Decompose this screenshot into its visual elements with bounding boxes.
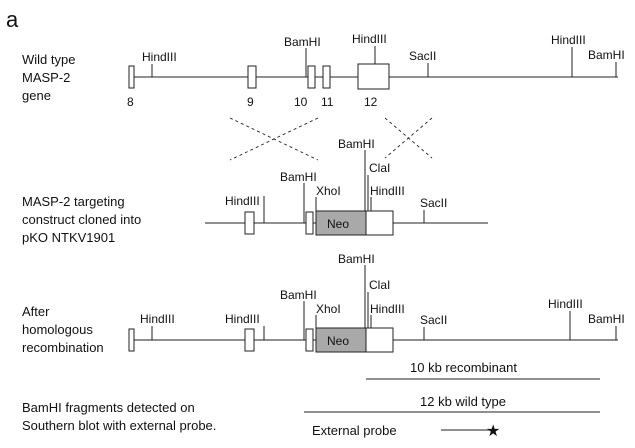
- targeting-label-3: pKO NTKV1901: [22, 230, 115, 245]
- site-sacii: SacII: [409, 49, 436, 63]
- targeting-label-1: MASP-2 targeting: [22, 194, 125, 209]
- exon-12: [357, 63, 390, 90]
- fragments: 10 kb recombinant 12 kb wild type: [304, 360, 600, 413]
- exon-10: [305, 328, 314, 352]
- wild-type-row: Wild type MASP-2 gene 8 9 10 11 12 HindI…: [22, 32, 625, 109]
- exon-number-11: 11: [321, 95, 334, 109]
- crossover-line: [384, 117, 433, 159]
- site-sacii: SacII: [420, 196, 447, 210]
- fragment-wild-type-label: 12 kb wild type: [420, 394, 506, 409]
- site-bamhi: BamHI: [338, 252, 375, 266]
- site-bamhi: BamHI: [284, 35, 321, 49]
- exon-number-12: 12: [364, 95, 378, 109]
- bottom-label-2: Southern blot with external probe.: [22, 418, 216, 433]
- exon-number-10: 10: [294, 95, 308, 109]
- external-probe-label: External probe: [312, 423, 397, 438]
- exon-11: [322, 65, 331, 89]
- site-hindiii: HindIII: [551, 33, 586, 47]
- exon-9: [244, 211, 255, 235]
- exon-9: [247, 65, 257, 89]
- exon-10: [307, 65, 316, 89]
- site-bamhi: BamHI: [280, 170, 317, 184]
- crossover-line: [229, 117, 319, 161]
- panel-letter: a: [6, 7, 19, 32]
- site-bamhi: BamHI: [588, 312, 625, 326]
- site-hindiii: HindIII: [352, 32, 387, 46]
- targeting-label-2: construct cloned into: [22, 212, 141, 227]
- site-hindiii: HindIII: [140, 312, 175, 326]
- recombined-label-2: homologous: [22, 322, 93, 337]
- exon-8: [128, 328, 135, 352]
- exon-number-9: 9: [247, 95, 254, 109]
- site-xhoi: XhoI: [316, 302, 341, 316]
- exon-10: [305, 211, 314, 235]
- exon-9: [244, 328, 255, 352]
- wild-type-label-3: gene: [22, 88, 51, 103]
- site-hindiii: HindIII: [548, 297, 583, 311]
- recombined-label-1: After: [22, 304, 50, 319]
- site-hindiii: HindIII: [142, 50, 177, 64]
- site-bamhi: BamHI: [588, 48, 625, 62]
- recombined-row: After homologous recombination Neo HindI…: [22, 252, 625, 355]
- site-bamhi: BamHI: [280, 288, 317, 302]
- site-clai: ClaI: [369, 161, 390, 175]
- site-hindiii: HindIII: [370, 302, 405, 316]
- site-sacii: SacII: [420, 313, 447, 327]
- targeting-construct-row: MASP-2 targeting construct cloned into p…: [22, 137, 488, 245]
- neo-label: Neo: [327, 217, 349, 231]
- fragment-recombinant-label: 10 kb recombinant: [410, 360, 517, 375]
- site-clai: ClaI: [369, 278, 390, 292]
- site-bamhi: BamHI: [338, 137, 375, 151]
- site-hindiii: HindIII: [225, 312, 260, 326]
- site-hindiii: HindIII: [225, 194, 260, 208]
- site-hindiii: HindIII: [370, 184, 405, 198]
- wild-type-label-1: Wild type: [22, 52, 75, 67]
- exon-12: [365, 210, 394, 236]
- exon-8: [128, 65, 135, 89]
- bottom-label-1: BamHI fragments detected on: [22, 400, 195, 415]
- wild-type-label-2: MASP-2: [22, 70, 70, 85]
- exon-12: [365, 327, 394, 353]
- recombined-label-3: recombination: [22, 340, 104, 355]
- site-xhoi: XhoI: [316, 184, 341, 198]
- external-probe-star-icon: ★: [486, 423, 500, 440]
- neo-label: Neo: [327, 334, 349, 348]
- exon-number-8: 8: [127, 95, 134, 109]
